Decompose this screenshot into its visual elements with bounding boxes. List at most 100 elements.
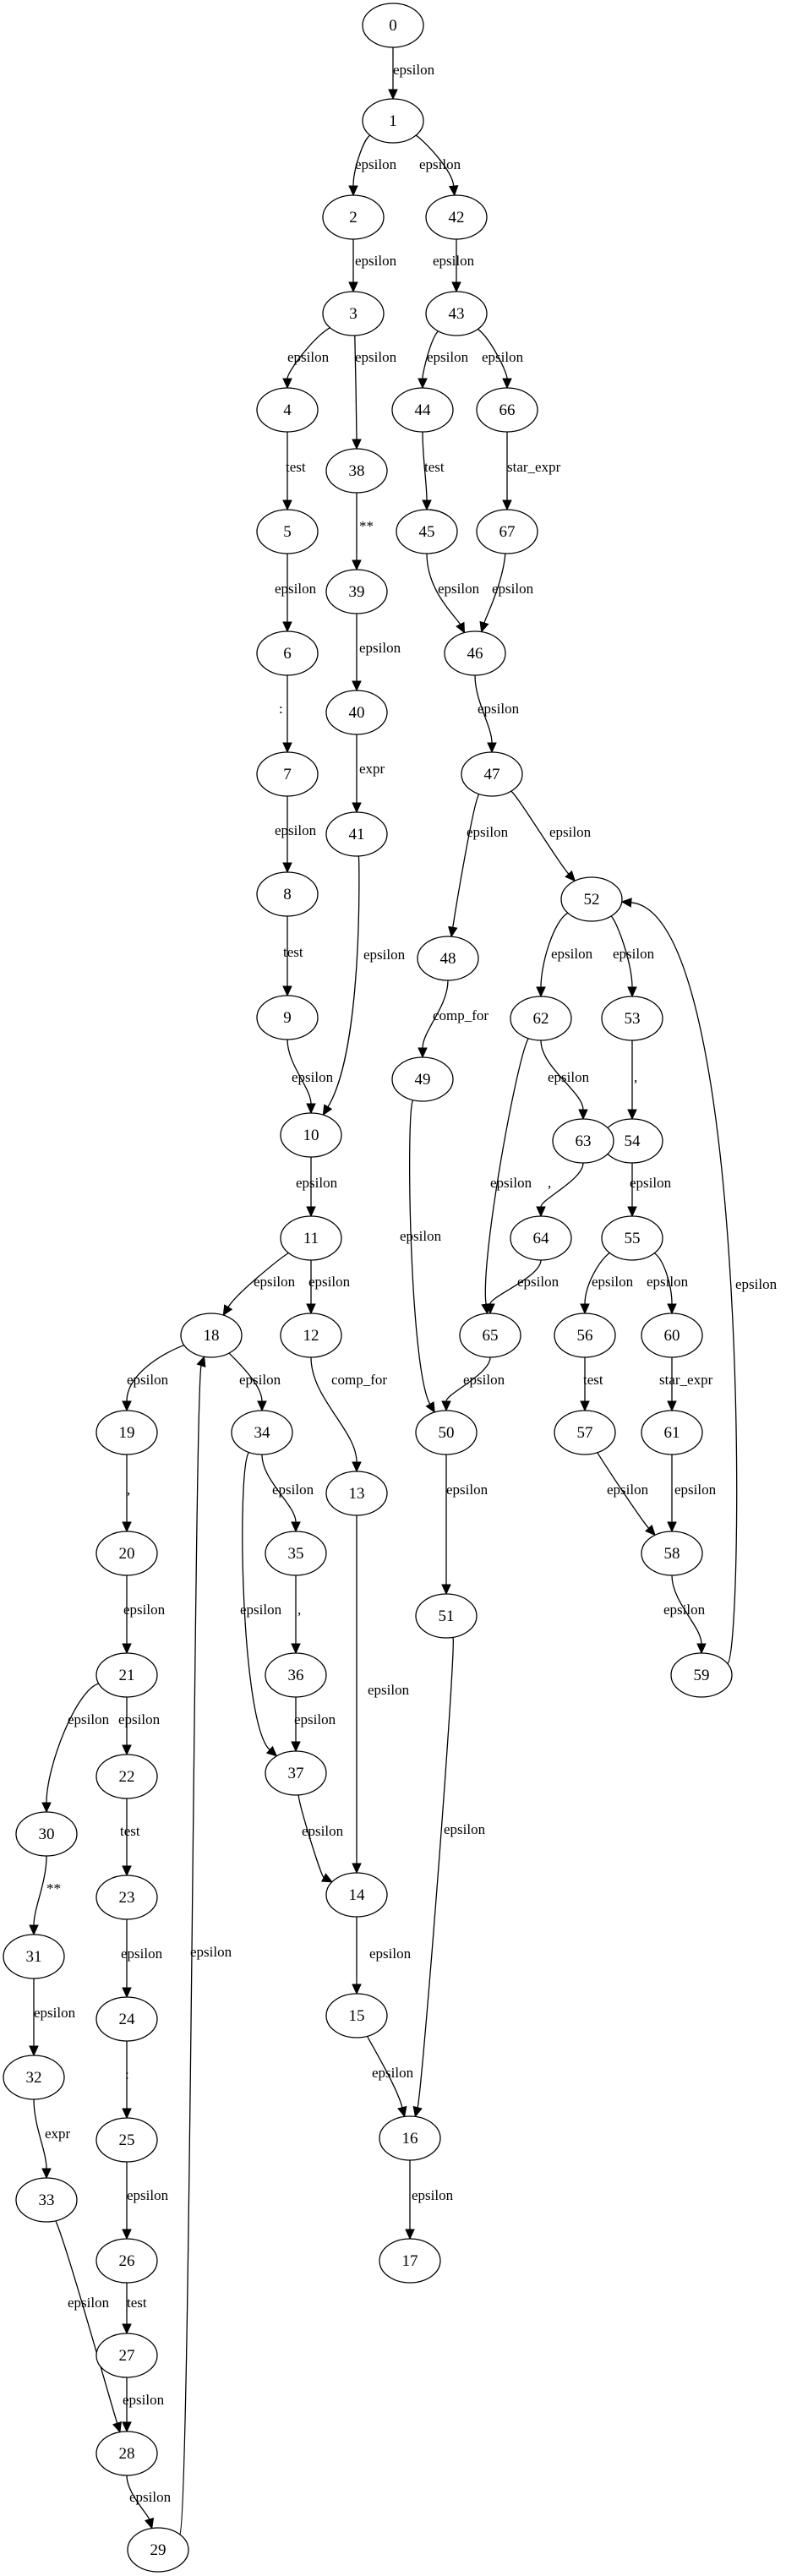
arrowhead-icon (122, 1987, 132, 1999)
state-label: 64 (533, 1230, 550, 1247)
state-label: 38 (349, 462, 365, 480)
state-ellipse (96, 1875, 158, 1920)
edge-56-57: test (580, 1357, 603, 1412)
state-ellipse (444, 630, 506, 676)
state-node-20: 20 (96, 1531, 158, 1576)
edge-55-60: epsilon (647, 1253, 689, 1315)
edge-48-49: comp_for (418, 980, 489, 1059)
state-ellipse (256, 630, 319, 676)
edge-label: epsilon (463, 1372, 505, 1388)
edge-line (352, 134, 371, 187)
state-label: 42 (449, 209, 465, 226)
arrowhead-icon (485, 1303, 495, 1315)
state-label: 28 (119, 2445, 135, 2463)
state-label: 33 (39, 2191, 55, 2209)
edge-label: comp_for (433, 1007, 489, 1023)
edge-34-37: epsilon (240, 1452, 282, 1757)
state-ellipse (391, 1056, 454, 1102)
arrowhead-icon (348, 185, 358, 197)
state-ellipse (391, 387, 454, 433)
arrowhead-icon (122, 2108, 132, 2120)
state-ellipse (362, 3, 424, 48)
arrowhead-icon (122, 2421, 132, 2433)
state-label: 27 (119, 2347, 135, 2365)
state-node-45: 45 (396, 509, 458, 554)
edge-line (478, 328, 508, 379)
state-ellipse (362, 98, 424, 144)
edge-label: expr (359, 761, 385, 777)
arrowhead-icon (352, 1461, 362, 1473)
state-node-24: 24 (96, 1996, 158, 2042)
arrowhead-icon (456, 621, 466, 634)
state-node-63: 63 (552, 1118, 614, 1164)
state-ellipse (3, 2055, 65, 2100)
edge-32-33: expr (33, 2098, 71, 2180)
state-label: 58 (664, 1545, 680, 1563)
edge-label: epsilon (302, 1823, 344, 1839)
state-node-58: 58 (641, 1531, 703, 1576)
state-ellipse (96, 2431, 158, 2476)
edge-52-53: epsilon (610, 915, 655, 998)
state-label: 46 (467, 645, 483, 663)
state-node-1: 1 (362, 98, 424, 144)
edge-label: test (283, 944, 303, 960)
edge-line (484, 1038, 529, 1305)
state-node-41: 41 (325, 811, 388, 857)
state-node-5: 5 (256, 509, 319, 554)
state-node-33: 33 (15, 2177, 78, 2223)
edge-8-9: test (282, 916, 303, 997)
state-node-25: 25 (96, 2117, 158, 2163)
edge-label: epsilon (427, 349, 469, 365)
edge-label: epsilon (355, 156, 397, 172)
edge-label: epsilon (127, 2187, 169, 2203)
state-label: 26 (119, 2252, 135, 2270)
edge-label: epsilon (419, 156, 461, 172)
arrowhead-icon (122, 1521, 132, 1533)
edge-line (422, 980, 449, 1049)
state-ellipse (325, 1993, 388, 2038)
state-label: 8 (283, 886, 292, 903)
state-node-14: 14 (325, 1872, 388, 1918)
edge-54-55: epsilon (627, 1162, 672, 1218)
state-ellipse (417, 936, 479, 981)
arrowhead-icon (418, 1047, 428, 1059)
edge-36-37: epsilon (291, 1697, 336, 1753)
state-label: 59 (694, 1667, 710, 1684)
state-node-22: 22 (96, 1754, 158, 1799)
edge-label: , (548, 1175, 551, 1191)
edge-label: epsilon (674, 1482, 717, 1498)
arrowhead-icon (291, 1741, 301, 1753)
arrowhead-icon (441, 1400, 451, 1412)
state-node-15: 15 (325, 1993, 388, 2038)
state-label: 30 (39, 1826, 55, 1843)
arrowhead-icon (645, 1524, 656, 1536)
edge-label: comp_for (331, 1372, 387, 1388)
edge-line (46, 1683, 99, 1804)
edge-line (630, 902, 738, 1665)
edge-13-14: epsilon (352, 1514, 410, 1875)
arrowhead-icon (122, 1400, 132, 1412)
state-label: 44 (415, 401, 432, 419)
state-node-50: 50 (415, 1410, 478, 1455)
state-ellipse (552, 1118, 614, 1164)
state-label: 18 (204, 1327, 220, 1345)
state-node-43: 43 (425, 291, 488, 336)
edge-line (422, 330, 439, 379)
state-node-19: 19 (96, 1410, 158, 1455)
edge-0-1: epsilon (388, 47, 435, 101)
arrowhead-icon (412, 2105, 423, 2118)
edge-label: epsilon (735, 1276, 778, 1292)
edge-line (597, 1452, 650, 1529)
state-node-13: 13 (325, 1471, 388, 1516)
edge-62-65: epsilon (481, 1038, 532, 1315)
state-label: 20 (119, 1545, 135, 1563)
edge-label: ** (46, 1880, 61, 1897)
state-node-4: 4 (256, 387, 319, 433)
state-node-7: 7 (256, 751, 319, 797)
edge-34-35: epsilon (261, 1454, 314, 1533)
state-label: 24 (119, 2011, 136, 2028)
state-node-57: 57 (554, 1410, 616, 1455)
state-label: 7 (283, 766, 292, 783)
state-label: 39 (349, 583, 365, 601)
